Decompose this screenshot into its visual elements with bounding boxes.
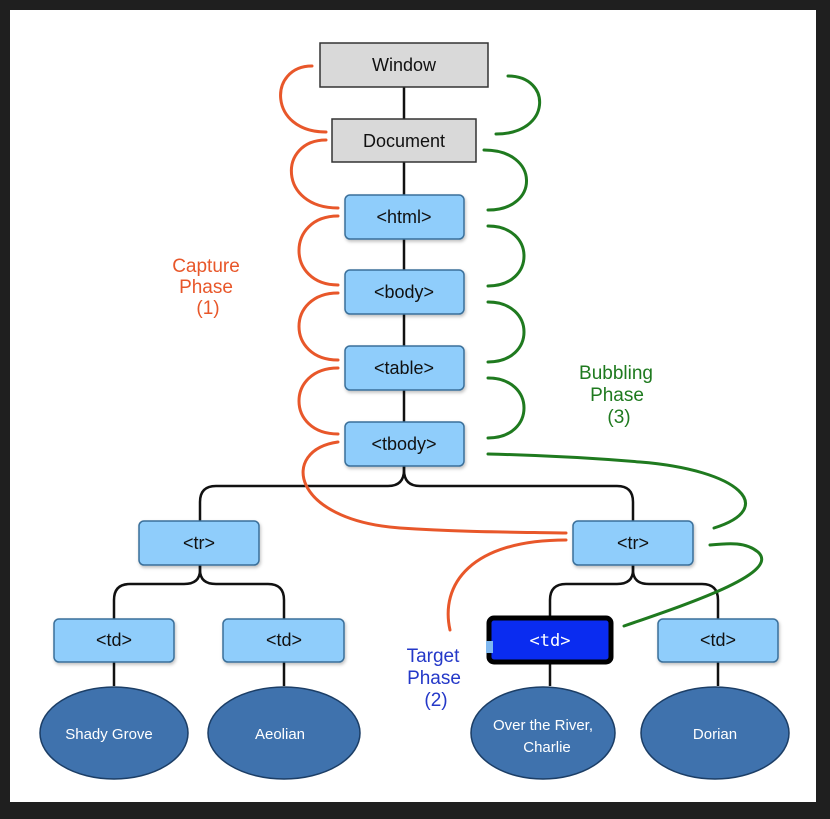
- node-tr-right-box: [572, 520, 694, 566]
- node-td-1-box: [53, 618, 175, 663]
- node-body-label: <body>: [374, 282, 434, 302]
- connector-tr-left-td-2: [198, 565, 286, 619]
- leaf-dorian: [640, 686, 790, 780]
- element-nodes: [53, 194, 779, 663]
- bubbling-arc-td-tr: [622, 542, 763, 628]
- bubbling-phase-label-line3: (3): [607, 407, 630, 428]
- bubbling-phase-label-line2: Phase: [590, 385, 644, 406]
- bubbling-arc-document-window: [494, 74, 542, 136]
- node-tbody-label: <tbody>: [371, 434, 436, 454]
- bubbling-phase-label-line1: Bubbling: [579, 363, 653, 384]
- capture-arc-tbody-tr: [301, 440, 568, 535]
- node-tr-left-box: [138, 520, 260, 566]
- node-td-target: <td>: [486, 615, 614, 665]
- capture-phase-label-line1: Capture: [172, 256, 240, 277]
- node-td-target-label: <td>: [530, 631, 571, 651]
- target-phase-label-line2: Phase: [407, 668, 461, 689]
- node-td-target-cursor-mark: [486, 641, 493, 653]
- bubbling-arc-tr-tbody: [486, 452, 747, 530]
- bubbling-phase-label: Bubbling Phase (3): [579, 363, 653, 428]
- node-td-4-label: <td>: [700, 630, 736, 650]
- node-table-box: [344, 345, 465, 391]
- bubbling-arc-tbody-table: [486, 376, 526, 440]
- bubbling-arc-body-html: [486, 224, 526, 288]
- node-td-target-box: [486, 615, 614, 665]
- capture-arc-tr-td: [446, 538, 568, 632]
- node-window-box: [319, 42, 489, 88]
- leaf-nodes: [39, 686, 790, 780]
- leaf-dorian-label: Dorian: [693, 726, 737, 743]
- capture-phase-label-line3: (1): [196, 298, 219, 319]
- leaf-aeolian-label: Aeolian: [255, 726, 305, 743]
- node-td-2-label: <td>: [266, 630, 302, 650]
- capture-phase-arcs: [279, 64, 568, 632]
- node-document-box: [331, 118, 477, 163]
- node-document-label: Document: [363, 131, 445, 151]
- connector-tr-right-td-4: [631, 565, 720, 619]
- bubbling-arc-html-document: [482, 148, 528, 212]
- node-tr-left-label: <tr>: [183, 533, 215, 553]
- leaf-shady-grove: [39, 686, 189, 780]
- tree-connectors: [112, 87, 720, 686]
- connector-tr-left-td-1: [112, 565, 202, 619]
- node-tr-right-label: <tr>: [617, 533, 649, 553]
- node-tbody-box: [344, 421, 465, 467]
- target-phase-label: Target Phase (2): [407, 646, 461, 711]
- capture-phase-label: Capture Phase (1): [172, 256, 240, 319]
- node-body-box: [344, 269, 465, 315]
- node-window: Window: [319, 42, 489, 88]
- capture-phase-label-line2: Phase: [179, 277, 233, 298]
- capture-arc-document-html: [290, 138, 340, 210]
- node-td-2-box: [222, 618, 345, 663]
- node-table-label: <table>: [374, 358, 434, 378]
- capture-arc-body-table: [297, 291, 340, 362]
- node-window-label: Window: [372, 55, 437, 75]
- element-node-labels: <html> <body> <table> <tbody> <tr> <tr> …: [96, 207, 736, 650]
- node-html-label: <html>: [376, 207, 431, 227]
- target-phase-label-line1: Target: [407, 646, 461, 667]
- node-td-4-box: [657, 618, 779, 663]
- bubbling-arc-table-body: [486, 300, 526, 364]
- bubbling-phase-arcs: [482, 74, 763, 628]
- connector-tbody-tr-left: [198, 466, 406, 521]
- node-td-1-label: <td>: [96, 630, 132, 650]
- node-html-box: [344, 194, 465, 240]
- target-phase-label-line3: (2): [424, 690, 447, 711]
- leaf-over-the-river-label-line1: Over the River,: [493, 717, 593, 734]
- capture-arc-html-body: [297, 214, 340, 287]
- leaf-over-the-river-charlie: [470, 686, 616, 780]
- node-document: Document: [331, 118, 477, 163]
- connector-tbody-tr-right: [402, 466, 635, 521]
- capture-arc-table-tbody: [297, 366, 340, 436]
- connector-tr-right-td-target: [548, 565, 635, 619]
- leaf-shady-grove-label: Shady Grove: [65, 726, 153, 743]
- leaf-over-the-river-label-line2: Charlie: [523, 739, 571, 756]
- leaf-labels: Shady Grove Aeolian Over the River, Char…: [65, 717, 737, 756]
- leaf-aeolian: [207, 686, 361, 780]
- capture-arc-window-document: [279, 64, 328, 134]
